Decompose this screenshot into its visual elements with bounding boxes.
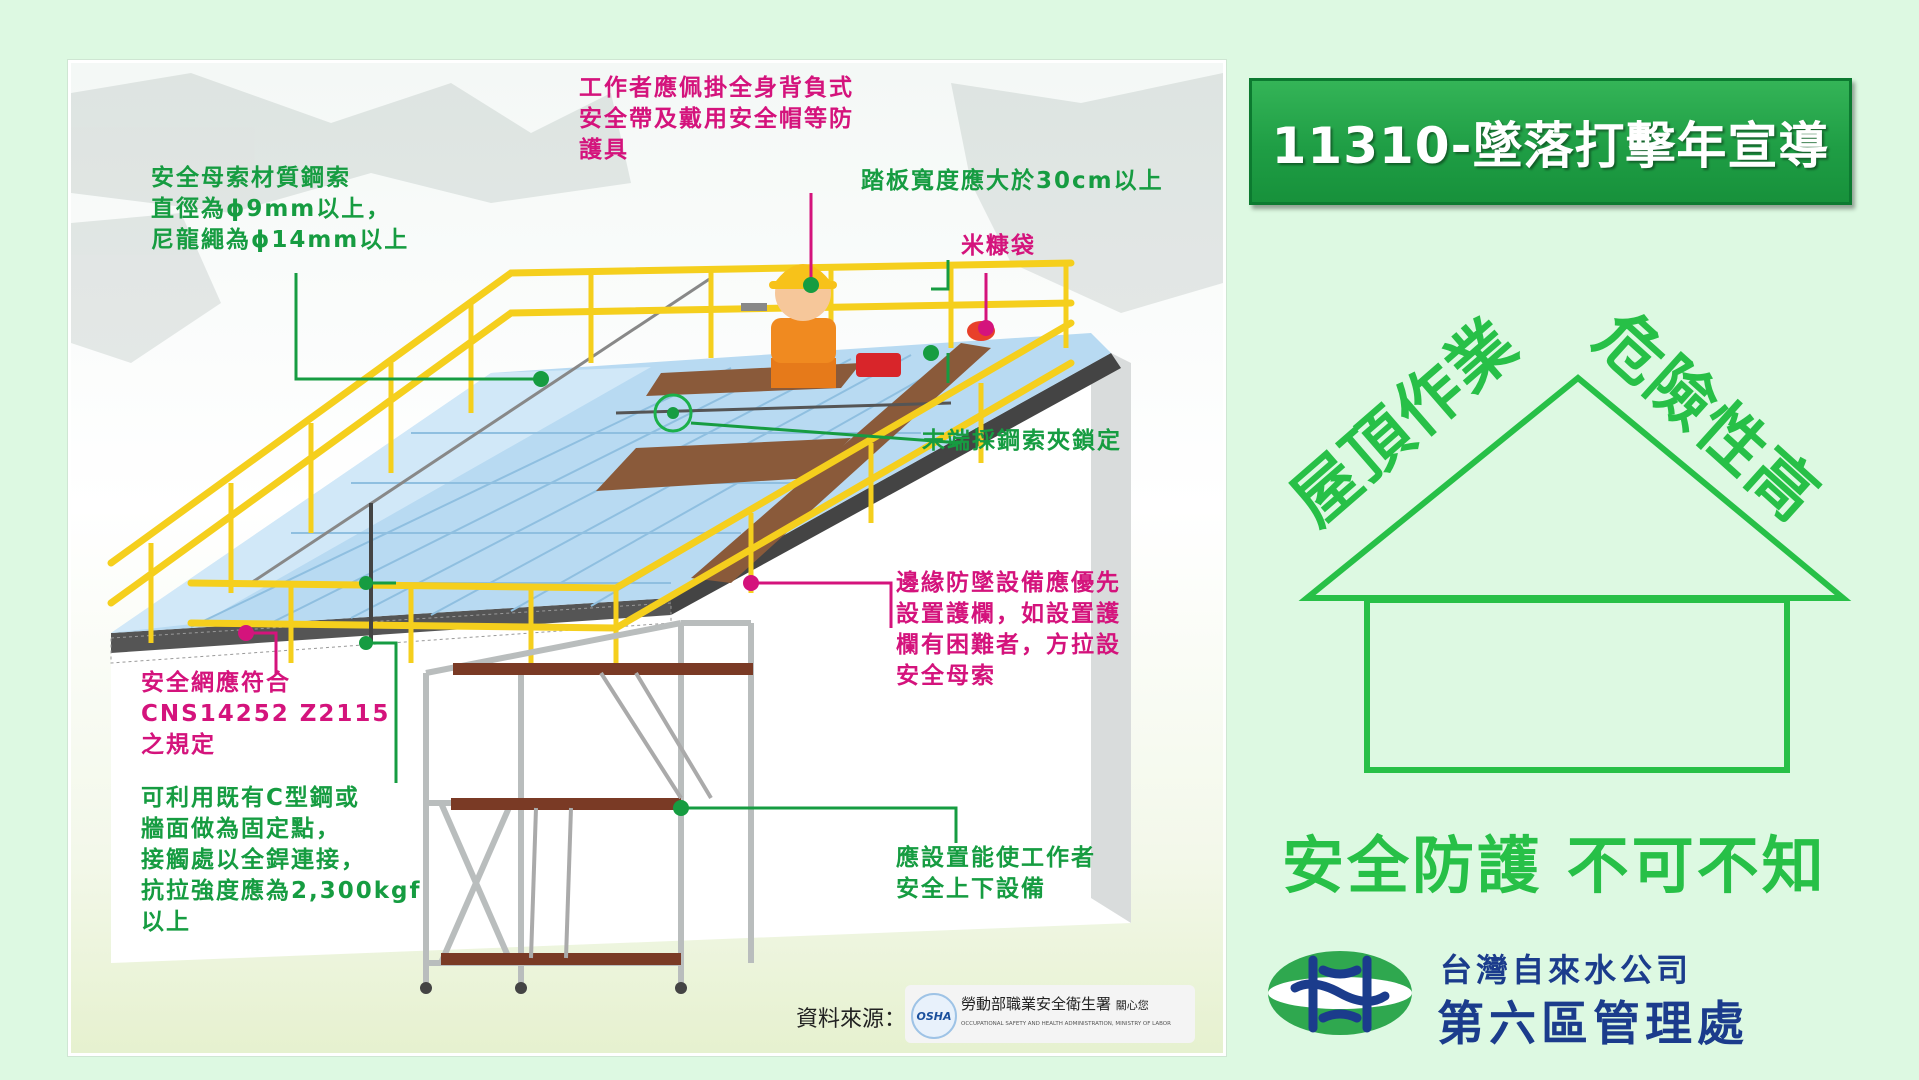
org-name: 第六區管理處	[1437, 997, 1749, 1052]
annotation-rice-bag: 米糠袋	[961, 233, 1036, 259]
water-company-logo-icon	[1268, 951, 1412, 1035]
annotation-lifeline-material: 安全母索材質鋼索 直徑為ϕ9mm以上， 尼龍繩為ϕ14mm以上	[151, 165, 410, 253]
source-label: 資料來源：	[796, 1007, 907, 1032]
org-parent-name: 台灣自來水公司	[1440, 951, 1693, 989]
annotation-plank-width: 踏板寬度應大於30cm以上	[861, 168, 1164, 194]
roof-scene-drawing	[71, 73, 1223, 994]
source-org-text: 勞動部職業安全衛生署	[961, 995, 1112, 1013]
annotation-worker-ppe: 工作者應佩掛全身背負式 安全帶及戴用安全帽等防 護具	[579, 75, 854, 163]
source-care-text: 關心您	[1115, 999, 1149, 1012]
source-osha-badge: OSHA 勞動部職業安全衛生署 關心您 OCCUPATIONAL SAFETY …	[905, 985, 1195, 1043]
source-org-name: 勞動部職業安全衛生署 關心您	[961, 993, 1149, 1014]
worker-figure	[741, 264, 901, 388]
annotation-access-equipment: 應設置能使工作者 安全上下設備	[896, 845, 1096, 902]
annotation-anchor-point: 可利用既有C型鋼或 牆面做為固定點， 接觸處以全銲連接， 抗拉強度應為2,300…	[141, 785, 422, 935]
annotation-wire-clamp: 末端採鋼索夾鎖定	[922, 428, 1122, 454]
roof-safety-illustration: 工作者應佩掛全身背負式 安全帶及戴用安全帽等防 護具 安全母索材質鋼索 直徑為ϕ…	[68, 60, 1226, 1056]
page-title: 11310-墜落打擊年宣導	[1271, 116, 1830, 175]
osha-logo: OSHA	[911, 993, 957, 1039]
slogan-bottom: 安全防護 不可不知	[1282, 829, 1827, 902]
house-outline-icon	[1298, 374, 1852, 773]
annotation-edge-protection: 邊緣防墜設備應優先 設置護欄，如設置護 欄有困難者，方拉設 安全母索	[896, 570, 1121, 689]
annotation-safety-net: 安全網應符合 CNS14252 Z2115 之規定	[141, 670, 391, 758]
source-org-english: OCCUPATIONAL SAFETY AND HEALTH ADMINISTR…	[961, 1021, 1171, 1027]
title-banner: 11310-墜落打擊年宣導	[1249, 78, 1852, 205]
